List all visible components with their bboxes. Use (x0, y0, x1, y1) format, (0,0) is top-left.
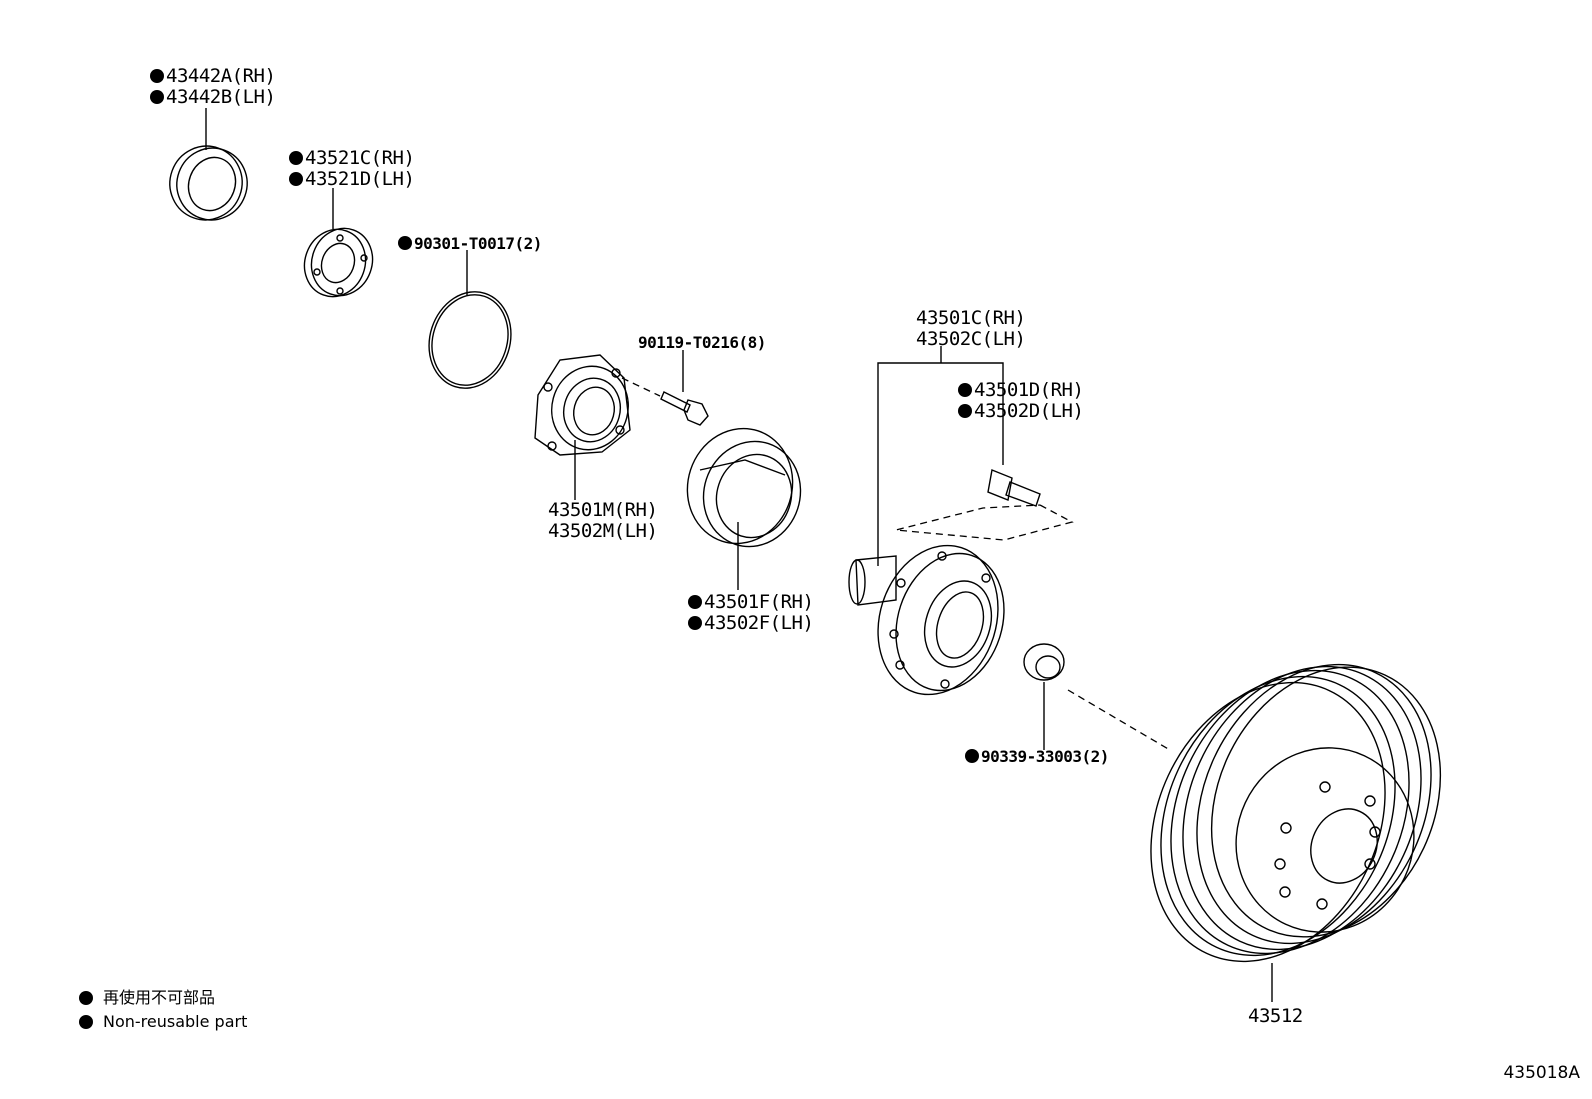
non-reusable-marker (958, 383, 972, 397)
o-ring-90301 (428, 291, 512, 389)
diagram-code: 435018A (1503, 1063, 1580, 1083)
non-reusable-marker (965, 749, 979, 763)
label-43501F-lh: 43502F(LH) (704, 612, 814, 634)
label-43501M-rh: 43501M(RH) (548, 499, 658, 521)
label-43512: 43512 (1248, 1006, 1303, 1027)
non-reusable-marker (688, 595, 702, 609)
screw-90339 (1023, 643, 1171, 751)
label-43501C: 43501C(RH) 43502C(LH) (916, 307, 1026, 350)
bolt-90119 (621, 377, 709, 426)
label-90339: 90339-33003(2) (965, 748, 1109, 766)
legend-item-jp: 再使用不可部品 (79, 986, 247, 1010)
hub-bolt-43501D (895, 469, 1074, 541)
label-43501D: 43501D(RH) 43502D(LH) (958, 379, 1084, 422)
non-reusable-marker (150, 90, 164, 104)
oil-seal-43442 (169, 145, 248, 221)
non-reusable-marker (289, 151, 303, 165)
brake-disc-43512 (1150, 663, 1442, 963)
non-reusable-marker (289, 172, 303, 186)
label-43501C-lh: 43502C(LH) (916, 328, 1026, 350)
label-90119-text: 90119-T0216(8) (638, 333, 766, 352)
label-43501D-rh: 43501D(RH) (974, 379, 1084, 401)
non-reusable-marker (150, 69, 164, 83)
label-43512-text: 43512 (1248, 1005, 1303, 1027)
label-90119: 90119-T0216(8) (638, 334, 766, 352)
hub-bearing-43501M (534, 354, 631, 456)
legend-item-en: Non-reusable part (79, 1010, 247, 1034)
label-43501C-rh: 43501C(RH) (916, 307, 1026, 329)
non-reusable-marker (398, 236, 412, 250)
non-reusable-marker (79, 1015, 93, 1029)
retainer-plate-43521 (303, 227, 374, 298)
label-43521-rh: 43521C(RH) (305, 147, 415, 169)
legend-jp-text: 再使用不可部品 (103, 988, 216, 1007)
non-reusable-marker (958, 404, 972, 418)
label-90301-text: 90301-T0017(2) (414, 234, 542, 253)
label-43501F-rh: 43501F(RH) (704, 591, 814, 613)
grease-seal-43501F (686, 427, 802, 548)
legend: 再使用不可部品 Non-reusable part (79, 986, 247, 1034)
axle-hub-43501C (848, 544, 1005, 696)
label-43501F: 43501F(RH) 43502F(LH) (688, 591, 814, 634)
leader-lines (205, 108, 1273, 1002)
label-43521-lh: 43521D(LH) (305, 168, 415, 190)
label-43521: 43521C(RH) 43521D(LH) (289, 147, 415, 190)
label-43442: 43442A(RH) 43442B(LH) (150, 65, 276, 108)
label-43442-lh: 43442B(LH) (166, 86, 276, 108)
label-43501M: 43501M(RH) 43502M(LH) (548, 499, 658, 542)
label-90301: 90301-T0017(2) (398, 235, 542, 253)
label-43501D-lh: 43502D(LH) (974, 400, 1084, 422)
label-43442-rh: 43442A(RH) (166, 65, 276, 87)
non-reusable-marker (79, 991, 93, 1005)
label-90339-text: 90339-33003(2) (981, 747, 1109, 766)
label-43501M-lh: 43502M(LH) (548, 520, 658, 542)
non-reusable-marker (688, 616, 702, 630)
legend-en-text: Non-reusable part (103, 1012, 248, 1031)
